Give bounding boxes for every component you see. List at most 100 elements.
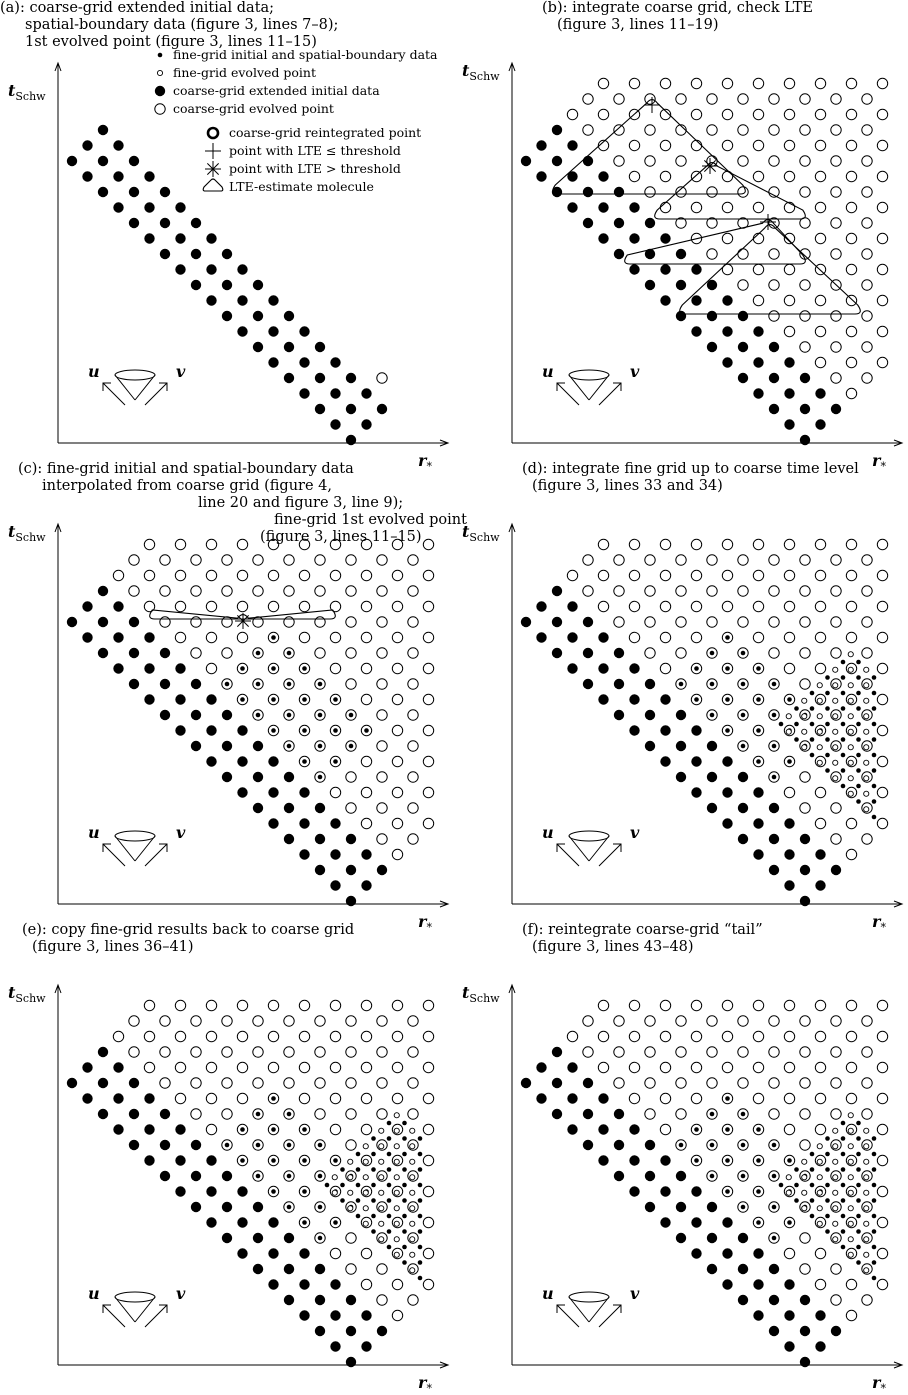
grid-point bbox=[706, 1201, 718, 1213]
grid-point bbox=[799, 341, 811, 353]
fine-grid-point bbox=[871, 1136, 877, 1141]
grid-point bbox=[144, 1155, 155, 1166]
grid-point bbox=[551, 1046, 563, 1058]
grid-point bbox=[82, 1093, 93, 1104]
grid-point bbox=[628, 538, 641, 551]
caption-line: (figure 3, lines 11–19) bbox=[557, 17, 719, 33]
grid-point bbox=[314, 864, 326, 876]
grid-point bbox=[567, 1124, 578, 1135]
grid-point bbox=[737, 155, 749, 167]
grid-point bbox=[644, 647, 656, 659]
grid-point bbox=[737, 771, 749, 783]
grid-point bbox=[236, 600, 249, 613]
fine-grid-point bbox=[856, 737, 861, 742]
grid-point bbox=[783, 1061, 796, 1074]
r-axis-label: r* bbox=[418, 912, 432, 934]
grid-point bbox=[768, 1046, 780, 1058]
fine-grid-point bbox=[856, 768, 861, 773]
grid-point bbox=[830, 1108, 842, 1120]
grid-point bbox=[706, 709, 718, 721]
t-axis-symbol: t bbox=[8, 983, 16, 1002]
caption-line: spatial-boundary data (figure 3, lines 7… bbox=[25, 17, 339, 33]
grid-point bbox=[659, 139, 672, 152]
grid-point bbox=[628, 1061, 641, 1074]
fine-grid-point bbox=[847, 1236, 854, 1243]
grid-point bbox=[360, 631, 373, 644]
grid-point bbox=[206, 756, 217, 767]
grid-point bbox=[675, 310, 687, 322]
grid-point bbox=[159, 647, 171, 659]
grid-point bbox=[830, 802, 842, 814]
grid-point bbox=[768, 341, 780, 353]
grid-point bbox=[314, 554, 326, 566]
grid-point bbox=[830, 93, 842, 105]
grid-point bbox=[830, 341, 842, 353]
grid-point bbox=[722, 357, 733, 368]
grid-point bbox=[345, 1108, 357, 1120]
grid-point bbox=[721, 1185, 734, 1198]
grid-point bbox=[597, 139, 610, 152]
grid-point bbox=[566, 569, 579, 582]
fine-grid-point bbox=[863, 713, 870, 720]
grid-point bbox=[597, 999, 610, 1012]
coarse-initial-point bbox=[190, 217, 202, 229]
grid-point bbox=[737, 1108, 749, 1120]
fine-grid-point bbox=[871, 783, 877, 789]
u-arrow bbox=[556, 382, 580, 406]
grid-point bbox=[783, 631, 796, 644]
grid-point bbox=[876, 1061, 889, 1074]
grid-point bbox=[814, 817, 827, 830]
fine-grid-point bbox=[863, 1267, 870, 1274]
grid-point bbox=[830, 155, 842, 167]
grid-point bbox=[252, 1263, 264, 1275]
grid-point bbox=[314, 802, 326, 814]
grid-point bbox=[830, 1263, 842, 1275]
grid-point bbox=[799, 155, 811, 167]
fine-grid-point bbox=[832, 1143, 839, 1150]
grid-point bbox=[644, 554, 656, 566]
grid-point bbox=[706, 802, 718, 814]
caption-line: (b): integrate coarse grid, check LTE bbox=[542, 0, 814, 16]
fine-grid-point bbox=[785, 728, 792, 735]
fine-grid-point bbox=[840, 1229, 846, 1234]
grid-point bbox=[768, 647, 780, 659]
fine-grid-point bbox=[856, 659, 861, 665]
legend-label: fine-grid initial and spatial-boundary d… bbox=[173, 47, 438, 62]
grid-point bbox=[799, 1294, 811, 1306]
fine-grid-point bbox=[386, 1151, 392, 1157]
grid-point bbox=[799, 1263, 811, 1275]
grid-point bbox=[422, 1123, 435, 1136]
fine-grid-point bbox=[863, 1189, 870, 1196]
grid-point bbox=[376, 802, 388, 814]
grid-point bbox=[597, 1030, 610, 1043]
grid-point bbox=[252, 585, 264, 597]
grid-point bbox=[113, 1093, 124, 1104]
v-arrow bbox=[598, 843, 622, 867]
grid-point bbox=[237, 787, 248, 798]
grid-point bbox=[706, 217, 718, 229]
grid-point bbox=[407, 771, 419, 783]
grid-point bbox=[329, 600, 342, 613]
grid-point bbox=[128, 585, 140, 597]
fine-grid-point bbox=[409, 1267, 416, 1274]
grid-point bbox=[768, 864, 780, 876]
grid-point bbox=[376, 585, 388, 597]
u-label: u bbox=[88, 1284, 100, 1303]
grid-point bbox=[314, 1046, 326, 1058]
fine-grid-point bbox=[409, 1127, 416, 1134]
grid-point bbox=[314, 616, 326, 628]
grid-point bbox=[675, 1108, 687, 1120]
fine-grid-point bbox=[856, 1260, 861, 1265]
grid-point bbox=[422, 1092, 435, 1105]
grid-point bbox=[283, 1108, 295, 1120]
grid-point bbox=[690, 662, 703, 675]
grid-point bbox=[422, 1278, 435, 1291]
panel-c: (c): fine-grid initial and spatial-bound… bbox=[0, 461, 467, 934]
grid-point bbox=[236, 1061, 249, 1074]
grid-point bbox=[391, 538, 404, 551]
fine-grid-point bbox=[801, 1189, 808, 1196]
grid-point bbox=[598, 171, 609, 182]
grid-point bbox=[675, 93, 687, 105]
r-axis-subscript: * bbox=[426, 1382, 432, 1395]
grid-point bbox=[706, 678, 718, 690]
